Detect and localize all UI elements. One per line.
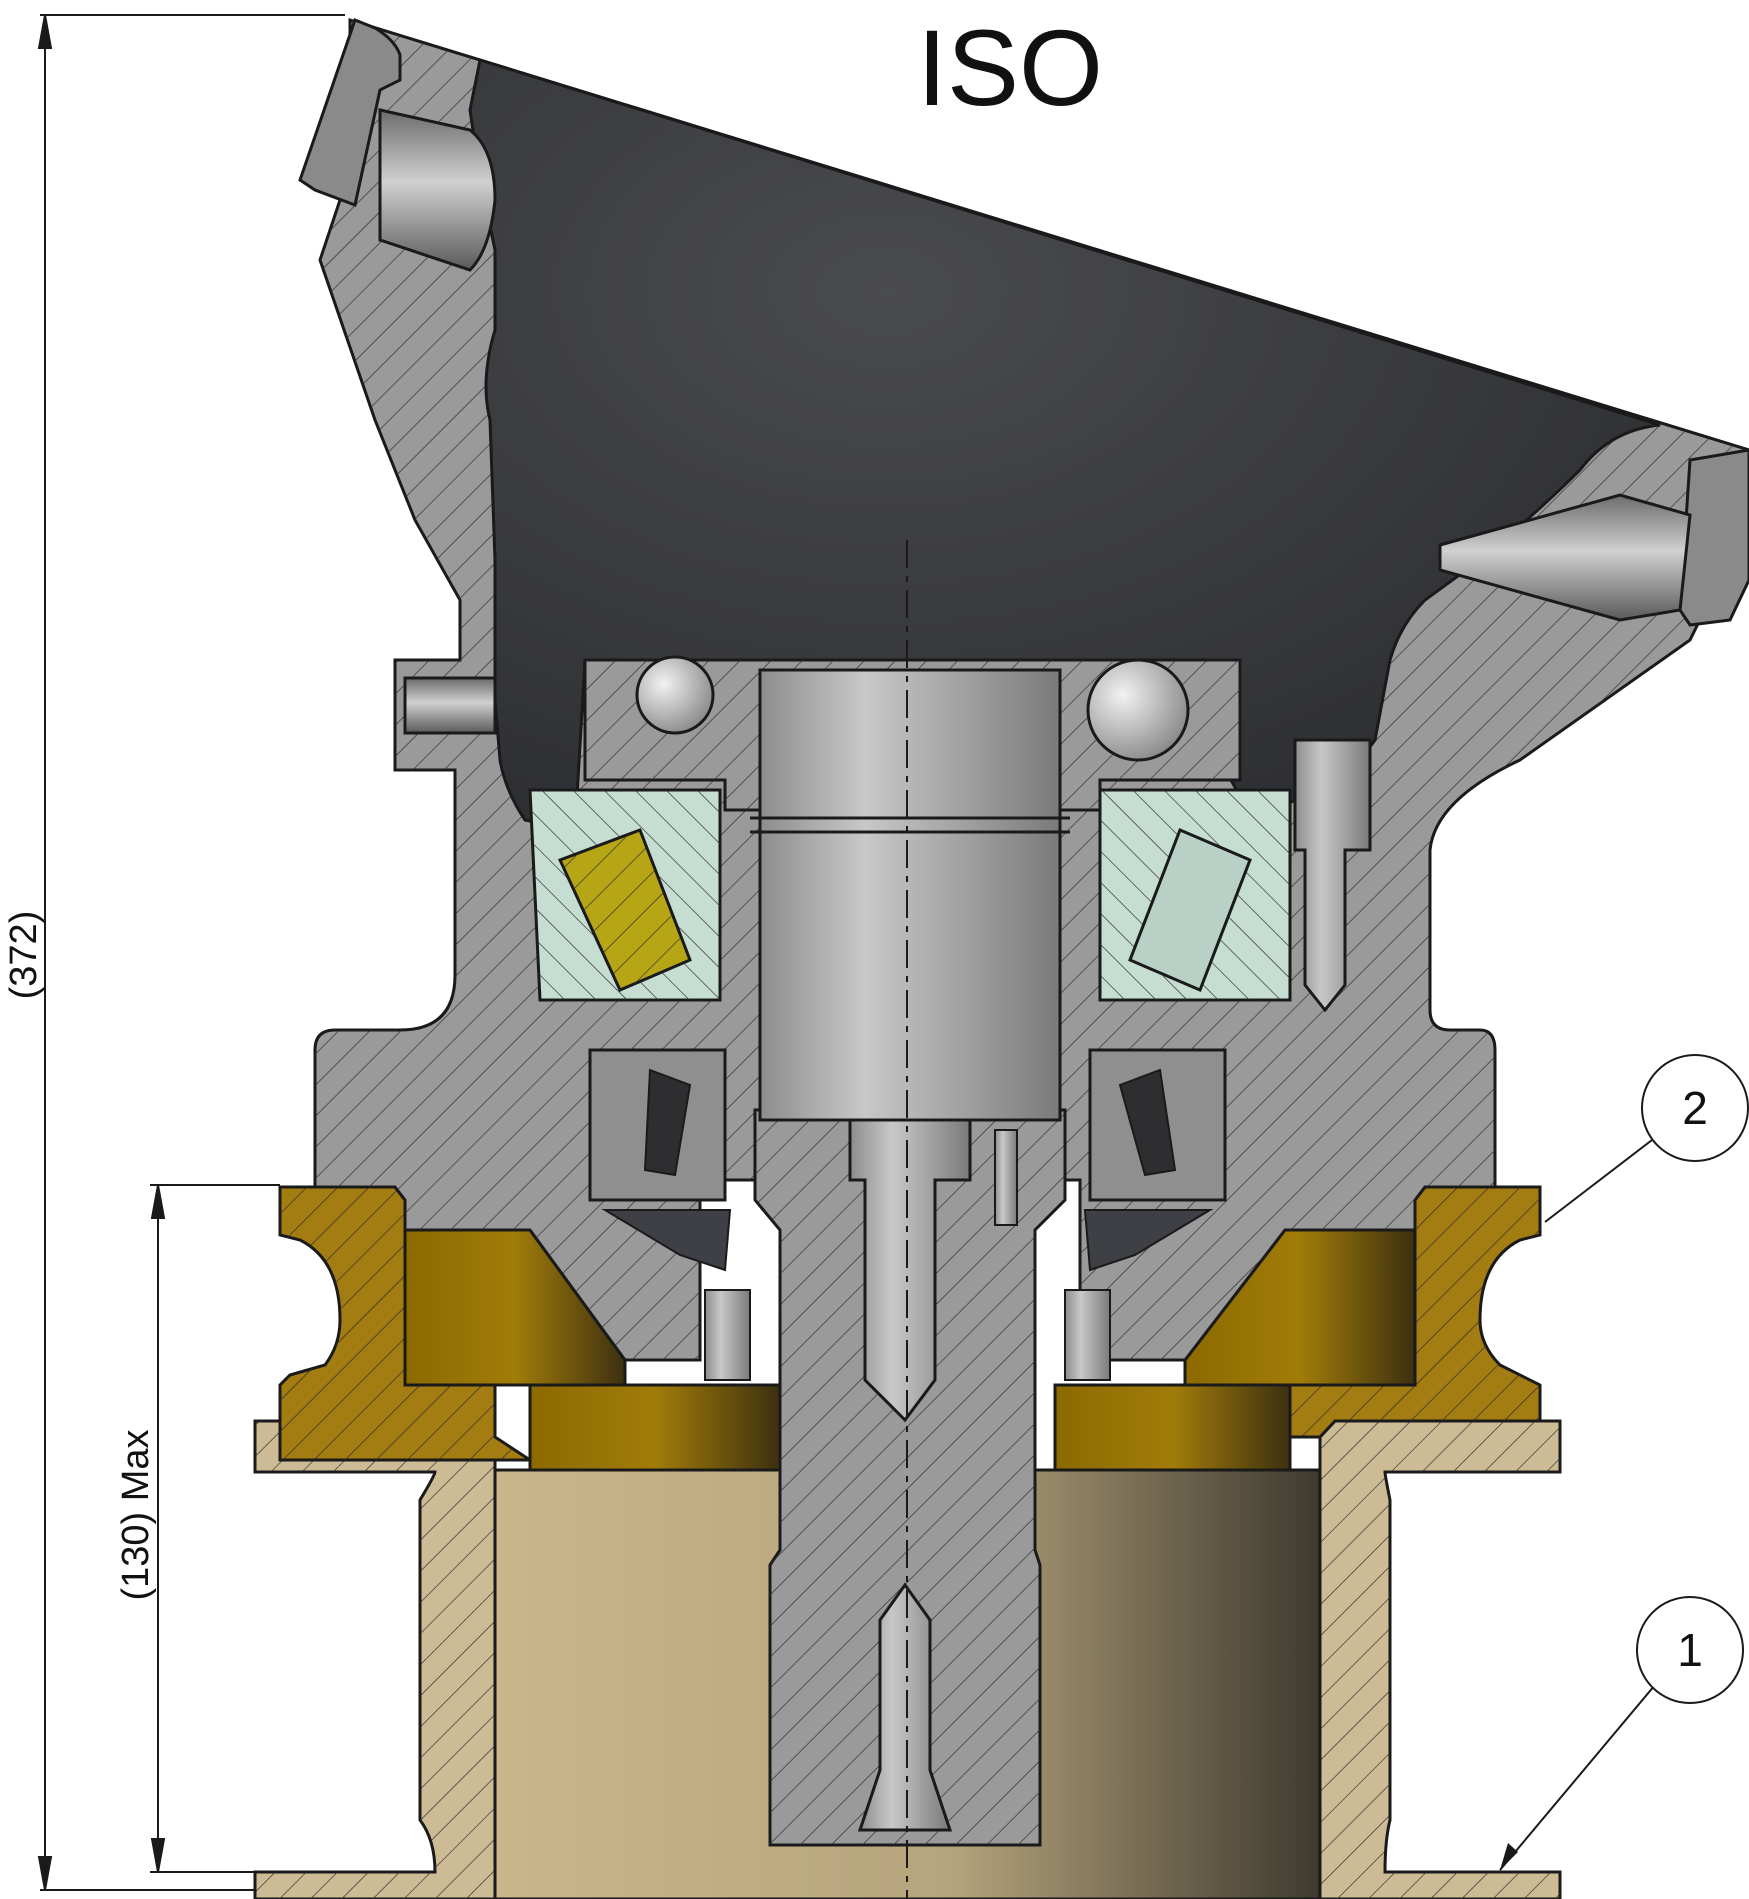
balloon-2: 2: [1544, 1054, 1749, 1223]
bottom-screw: [857, 1582, 953, 1832]
overall-height-dimension: [37, 14, 345, 1891]
left-taper-bearing: [528, 788, 722, 1002]
spindle-pin: [848, 1118, 972, 1423]
overall-height-label: (372): [3, 911, 45, 1000]
view-title: ISO: [917, 7, 1103, 128]
left-needle-bearing: [588, 1048, 732, 1272]
base-flange: [253, 1419, 1562, 1899]
base-height-label: (130) Max: [115, 1429, 157, 1600]
right-set-screw: [1293, 738, 1372, 1013]
center-spindle: [758, 668, 1062, 1122]
right-taper-bearing: [1098, 788, 1292, 1002]
upper-left-plug: [298, 18, 497, 272]
balloon-1: 1: [1499, 1596, 1744, 1871]
lower-pin-left: [704, 1289, 751, 1381]
balloon-2-label: 2: [1682, 1082, 1708, 1134]
ball-left: [635, 655, 715, 735]
balloon-1-label: 1: [1677, 1624, 1703, 1676]
adapter-ring: [278, 1185, 1542, 1472]
right-needle-bearing: [1083, 1048, 1227, 1272]
dowel-pin: [994, 1129, 1018, 1226]
upper-right-plug: [1438, 448, 1749, 627]
lower-pin-right: [1064, 1289, 1111, 1381]
side-pin: [403, 676, 497, 735]
ball-right: [1086, 658, 1190, 762]
base-height-dimension: [150, 1184, 280, 1873]
